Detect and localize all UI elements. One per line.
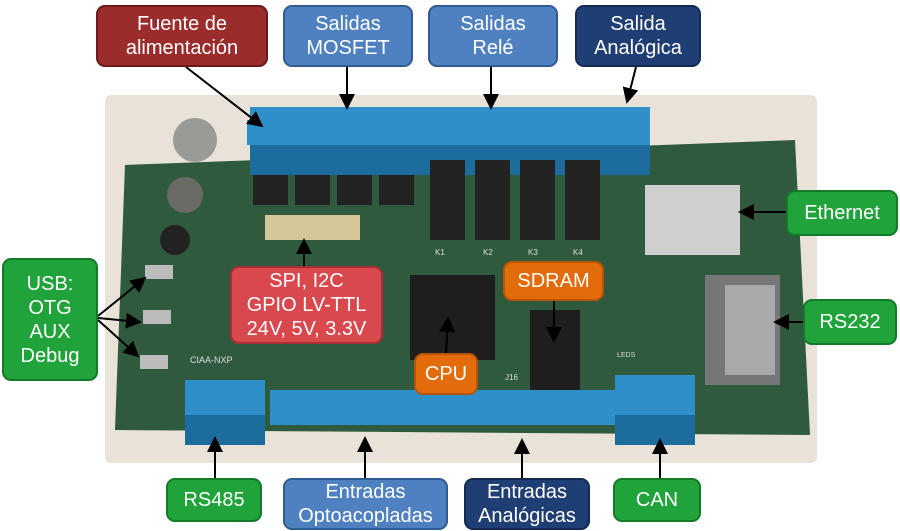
usb-port-2 xyxy=(143,310,171,324)
ethernet-label: Ethernet xyxy=(786,190,898,236)
k4-text: K4 xyxy=(573,248,583,257)
rs485-label: RS485 xyxy=(166,478,262,522)
inductor xyxy=(160,225,190,255)
ethernet-jack xyxy=(645,185,740,255)
can-label: CAN xyxy=(613,478,701,522)
arrow-analog-out xyxy=(622,66,639,104)
mosfet-outputs-label: Salidas MOSFET xyxy=(283,5,413,67)
usb-port-3 xyxy=(140,355,168,369)
top-terminal-strip xyxy=(250,107,650,145)
rs232-label: RS232 xyxy=(803,299,897,345)
usb-label: USB: OTG AUX Debug xyxy=(2,258,98,381)
relay-1 xyxy=(430,160,465,240)
input-terminal xyxy=(270,390,615,425)
k3-text: K3 xyxy=(528,248,538,257)
k1-text: K1 xyxy=(435,248,445,257)
relay-4 xyxy=(565,160,600,240)
relay-3 xyxy=(520,160,555,240)
arrow-usb-otg xyxy=(97,276,147,317)
usb-port-1 xyxy=(145,265,173,279)
j16-text: J16 xyxy=(505,373,518,382)
arrow-usb-debug xyxy=(97,319,140,358)
optocoupled-inputs-label: Entradas Optoacopladas xyxy=(283,478,448,530)
power-supply-label: Fuente de alimentación xyxy=(96,5,268,67)
cpu-label: CPU xyxy=(414,353,478,395)
arrow-power xyxy=(185,66,264,128)
board-photo: CIAA-NXP K1 K2 K3 K4 J16 LEDS xyxy=(105,95,817,463)
gpio-label: SPI, I2C GPIO LV-TTL 24V, 5V, 3.3V xyxy=(230,266,383,344)
capacitor-1 xyxy=(173,118,217,162)
arrow-usb-aux xyxy=(97,312,142,329)
capacitor-2 xyxy=(167,177,203,213)
gpio-header xyxy=(265,215,360,240)
k2-text: K2 xyxy=(483,248,493,257)
relay-outputs-label: Salidas Relé xyxy=(428,5,558,67)
analog-inputs-label: Entradas Analógicas xyxy=(464,478,590,530)
analog-output-label: Salida Analógica xyxy=(575,5,701,67)
board-illustration: CIAA-NXP K1 K2 K3 K4 J16 LEDS xyxy=(115,107,810,445)
arrow-cpu xyxy=(439,316,456,354)
leds-text: LEDS xyxy=(617,352,636,359)
rs485-terminal xyxy=(185,380,265,415)
board-model-text: CIAA-NXP xyxy=(190,355,233,365)
relay-2 xyxy=(475,160,510,240)
can-terminal xyxy=(615,375,695,415)
sdram-label: SDRAM xyxy=(503,261,604,301)
